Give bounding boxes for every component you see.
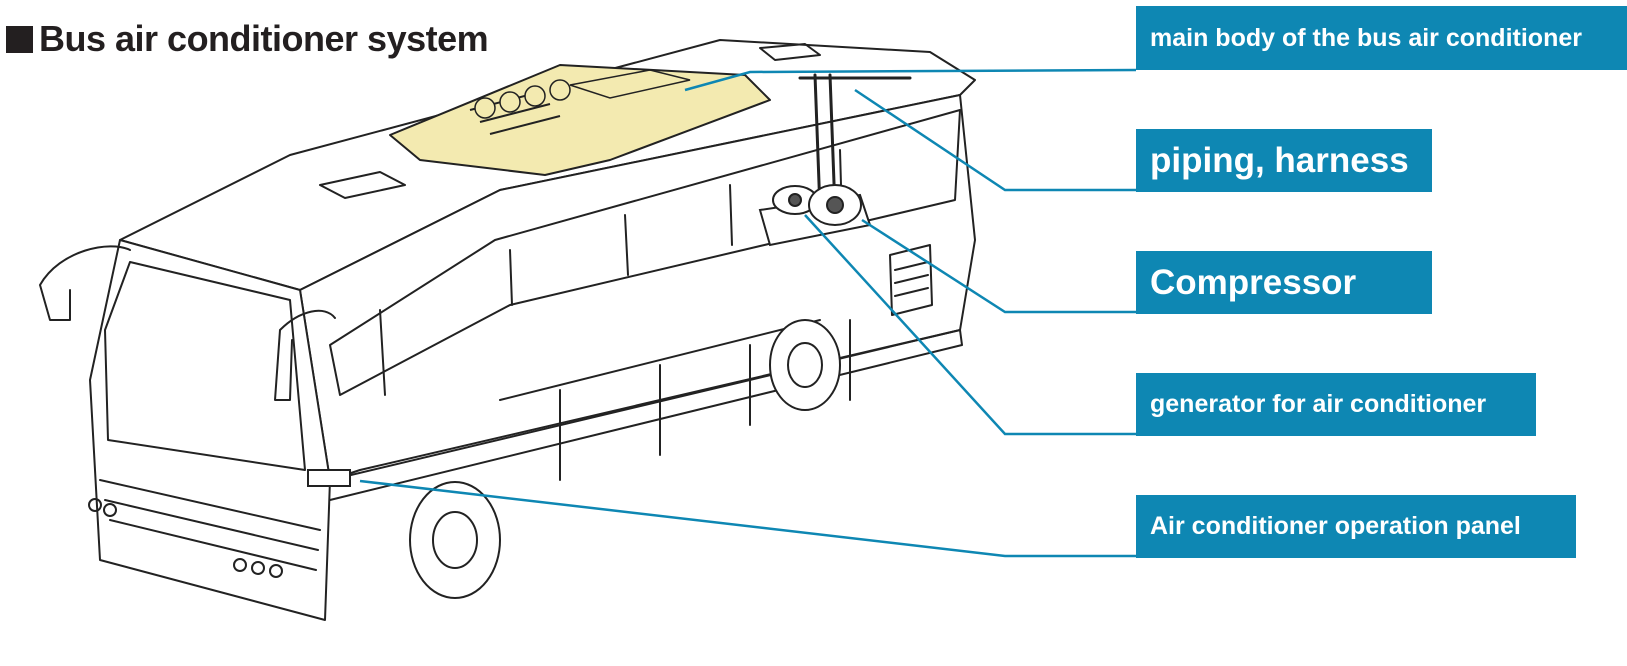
bus-windshield — [104, 261, 306, 471]
lower-body-band — [329, 329, 963, 501]
operation-panel — [307, 469, 351, 487]
rear-wheel — [769, 319, 841, 411]
rear-vent — [889, 244, 933, 316]
compressor-assembly — [758, 184, 872, 247]
title-text: Bus air conditioner system — [39, 18, 489, 59]
label-compressor: Compressor — [1136, 251, 1432, 314]
ac-fan-4 — [549, 79, 571, 101]
roof-hatch-rear — [759, 43, 821, 61]
leader-line-panel — [359, 479, 1136, 558]
mirror-right — [274, 309, 336, 401]
headlight-right-1 — [233, 558, 247, 572]
ac-unit-body — [389, 64, 771, 176]
label-main-body: main body of the bus air conditioner — [1136, 6, 1627, 70]
front-wheel — [409, 481, 501, 599]
ac-fan-1 — [474, 97, 496, 119]
ac-fan-2 — [499, 91, 521, 113]
headlight-right-3 — [269, 564, 283, 578]
ac-unit-panel — [569, 69, 691, 99]
diagram-title: Bus air conditioner system — [6, 18, 489, 60]
mirror-left — [39, 245, 131, 321]
label-operation-panel: Air conditioner operation panel — [1136, 495, 1576, 558]
label-piping-harness: piping, harness — [1136, 129, 1432, 192]
leader-line-compressor — [861, 218, 1136, 314]
leader-line-generator — [804, 214, 1136, 436]
leader-line-main-body — [684, 68, 1137, 92]
front-grille — [99, 479, 321, 571]
headlight-left-1 — [88, 498, 102, 512]
label-generator: generator for air conditioner — [1136, 373, 1536, 436]
side-panels — [499, 319, 851, 481]
title-square-bullet — [6, 25, 33, 53]
roof-hatch-front — [319, 171, 406, 199]
headlight-right-2 — [251, 561, 265, 575]
headlight-left-2 — [103, 503, 117, 517]
leader-line-piping — [854, 88, 1136, 192]
side-windows — [329, 109, 961, 396]
ac-fan-3 — [524, 85, 546, 107]
